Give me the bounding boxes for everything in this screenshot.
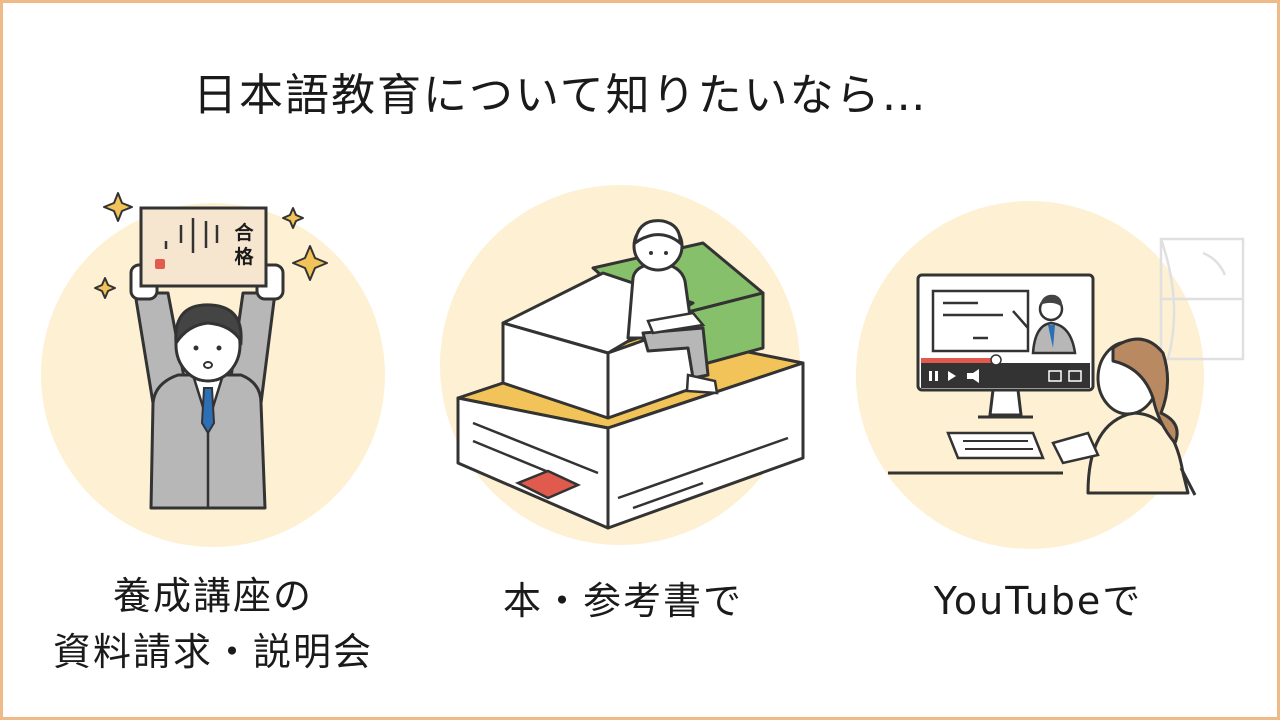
caption-line: 養成講座の (112, 574, 313, 618)
caption-line: 資料請求・説明会 (52, 630, 373, 674)
certificate-man-illustration: 合 格 (41, 192, 385, 547)
video-illustration (856, 201, 1245, 549)
page-title: 日本語教育について知りたいなら… (193, 70, 928, 121)
caption-course-materials: 養成講座の 資料請求・説明会 (23, 568, 403, 680)
books-illustration (440, 185, 805, 545)
caption-books: 本・参考書で (433, 573, 813, 629)
sparkle-icon (94, 192, 328, 299)
window-icon (1159, 237, 1245, 361)
certificate-text-1: 合 (234, 221, 254, 244)
certificate (139, 206, 268, 288)
certificate-text-2: 格 (234, 245, 254, 268)
caption-youtube: YouTubeで (848, 573, 1228, 629)
caption-line: YouTubeで (933, 579, 1143, 623)
caption-line: 本・参考書で (502, 579, 743, 623)
video-controls-icon (929, 369, 1082, 383)
illustrations: 合 格 (41, 185, 1245, 549)
